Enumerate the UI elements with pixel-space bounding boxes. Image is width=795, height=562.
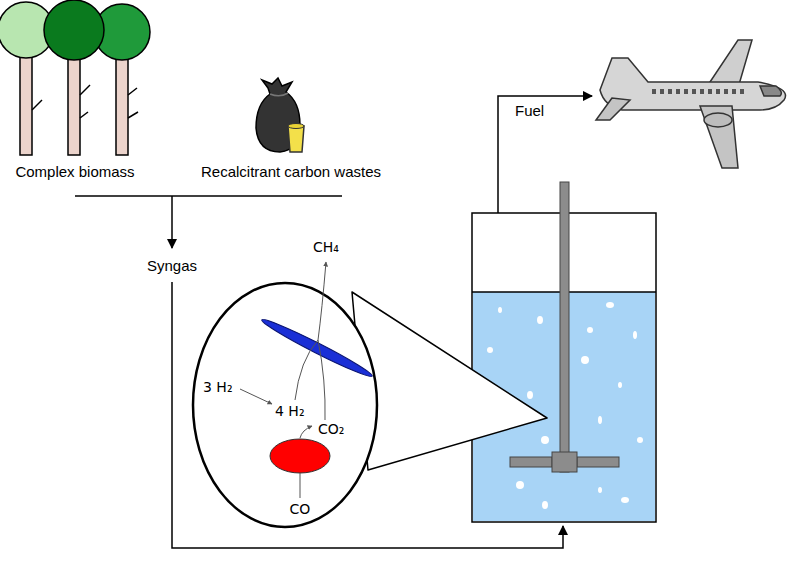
airplane — [596, 40, 786, 168]
product-label: Fuel — [515, 102, 544, 120]
chemical-label: CO₂ — [318, 420, 344, 438]
bioreactor — [472, 182, 656, 522]
trees — [0, 0, 150, 155]
waste-icon — [256, 78, 304, 152]
zoom-callout — [193, 283, 547, 527]
chemical-label: 4 H₂ — [275, 402, 305, 420]
source-label: Complex biomass — [15, 163, 134, 181]
chemical-label: CO — [290, 500, 311, 518]
reaction-arrows — [240, 262, 326, 498]
chemical-label: 3 H₂ — [203, 378, 233, 396]
source-label: Recalcitrant carbon wastes — [201, 163, 381, 181]
stream-label: Syngas — [147, 257, 197, 275]
chemical-label: CH₄ — [313, 238, 339, 256]
airplane-windows — [652, 89, 744, 94]
